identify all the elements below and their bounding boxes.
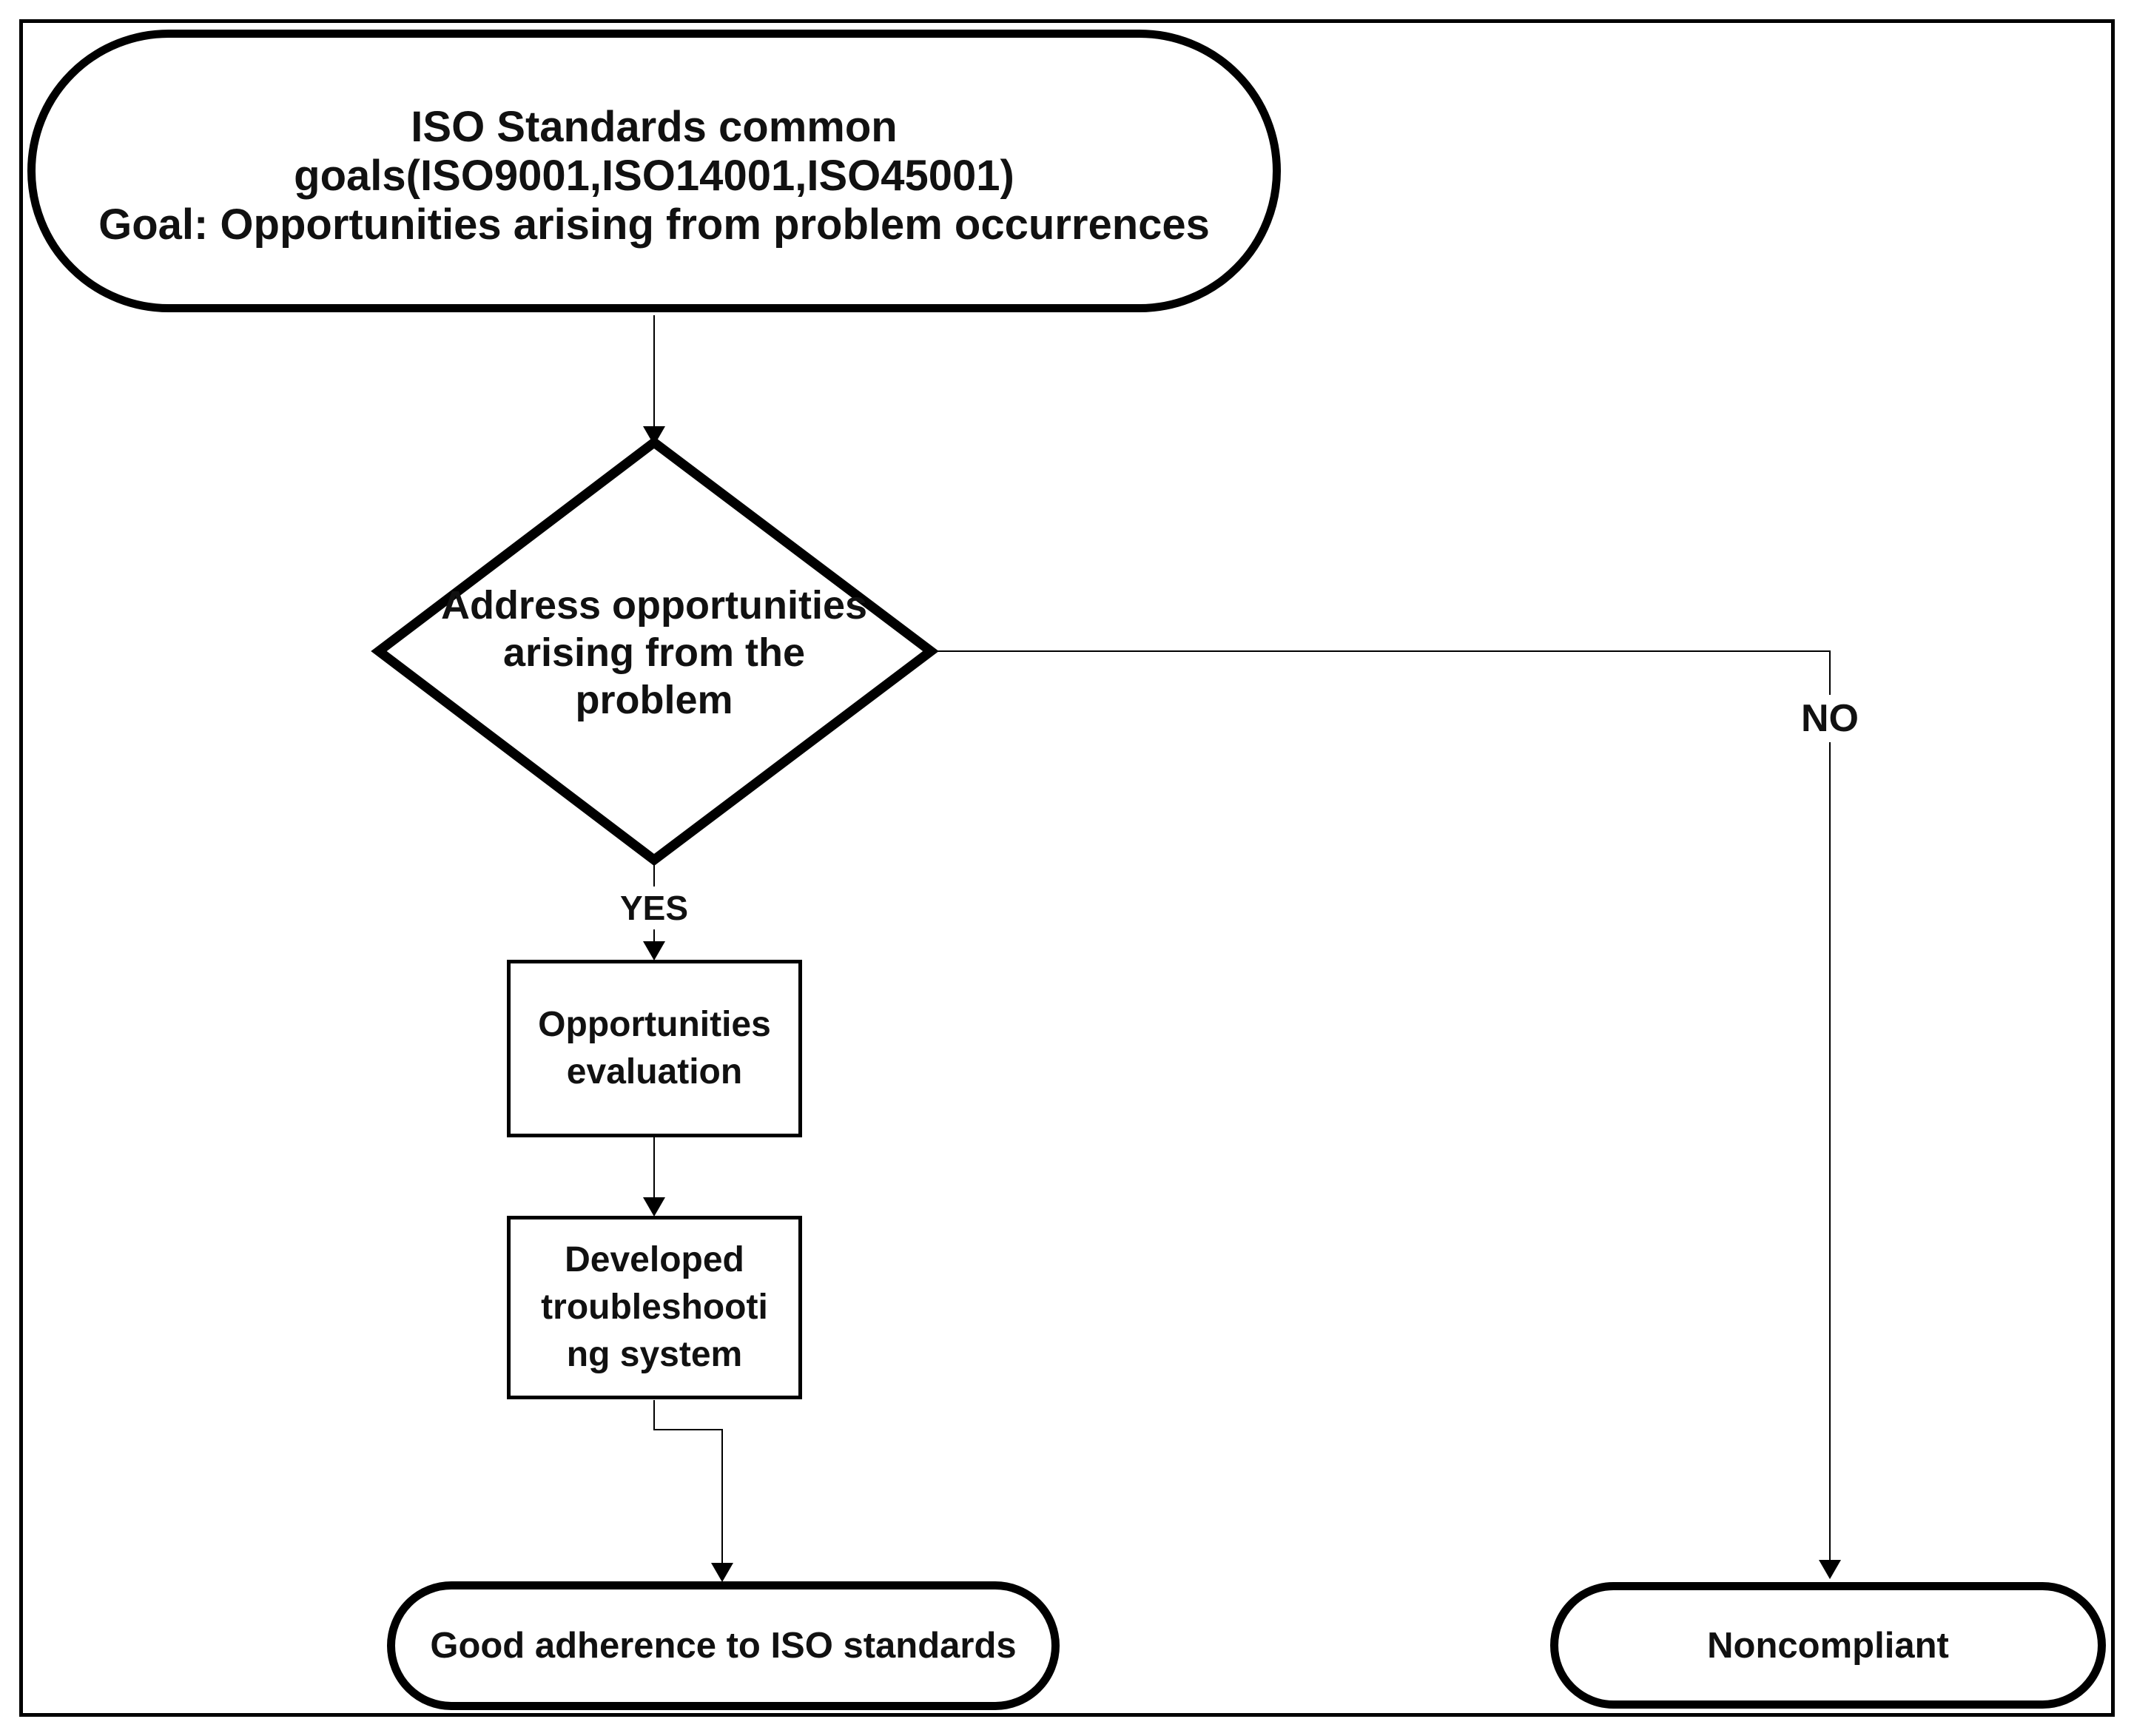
process-line: ng system xyxy=(566,1335,743,1374)
arrowhead-icon xyxy=(1819,1560,1841,1579)
end-node-noncompliant: Noncompliant xyxy=(1550,1582,2106,1709)
process-line: evaluation xyxy=(566,1052,743,1091)
arrowhead-icon xyxy=(711,1563,733,1582)
process-line: troubleshooti xyxy=(541,1288,768,1327)
decision-label-line: arising from the xyxy=(502,630,806,675)
arrowhead-icon xyxy=(643,1197,665,1217)
diagram-border xyxy=(19,19,2115,1717)
start-node-line: Goal: Opportunities arising from problem… xyxy=(98,201,1210,249)
yes-label: YES xyxy=(612,886,696,929)
process-troubleshooting-system: Developed troubleshooti ng system xyxy=(507,1216,802,1399)
start-node: ISO Standards common goals(ISO9001,ISO14… xyxy=(27,30,1281,312)
decision-label-line: Address opportunities xyxy=(440,583,868,628)
process-opportunities-evaluation: Opportunities evaluation xyxy=(507,960,802,1137)
arrowhead-icon xyxy=(643,426,665,445)
decision-diamond-shape xyxy=(371,436,939,867)
end-node-label: Noncompliant xyxy=(1707,1625,1949,1666)
process-line: Developed xyxy=(565,1240,744,1279)
no-label: NO xyxy=(1794,695,1866,742)
decision-label: Address opportunities arising from the p… xyxy=(395,582,913,724)
arrowhead-icon xyxy=(643,941,665,960)
flow-line-no xyxy=(931,650,1831,1566)
end-node-label: Good adherence to ISO standards xyxy=(430,1626,1017,1666)
process-line: Opportunities xyxy=(538,1005,771,1044)
decision-label-line: problem xyxy=(575,678,733,722)
start-node-line: ISO Standards common xyxy=(411,103,898,151)
flow-line-process2-end xyxy=(653,1400,723,1569)
start-node-line: goals(ISO9001,ISO14001,ISO45001) xyxy=(294,152,1014,200)
end-node-good-adherence: Good adherence to ISO standards xyxy=(387,1581,1060,1710)
